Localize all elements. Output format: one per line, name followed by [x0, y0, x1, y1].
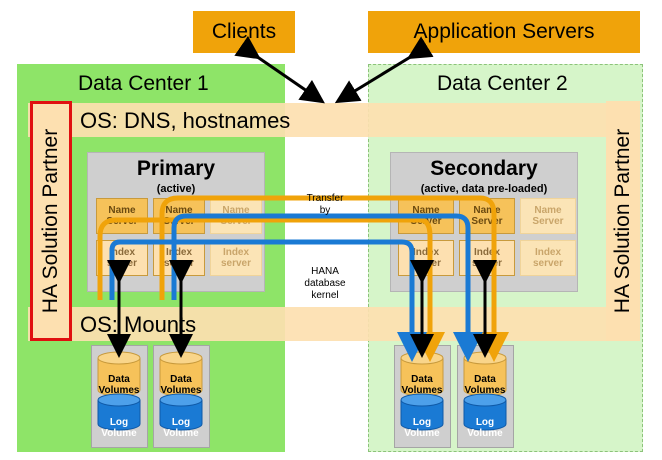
primary-data-volumes-label-2: Data Volumes	[160, 374, 202, 396]
data-center-1-title: Data Center 1	[78, 72, 209, 95]
kernel-note-line-2: database	[304, 278, 346, 289]
primary-data-volumes-label-1: Data Volumes	[98, 374, 140, 396]
data-volume-icon	[97, 351, 141, 431]
kernel-path-2	[171, 213, 483, 362]
transfer-path-1	[97, 217, 445, 362]
kernel-note-line-1: HANA	[311, 266, 339, 277]
primary-index-server-3: Index server	[210, 240, 262, 276]
primary-title: Primary	[136, 157, 216, 180]
primary-log-volume-label-2: Log Volume	[163, 417, 199, 439]
kernel-path-1	[109, 239, 427, 362]
os-dns-label: OS: DNS, hostnames	[80, 108, 291, 133]
secondary-status: (active, data pre-loaded)	[420, 183, 548, 195]
secondary-log-volume-label-2: Log Volume	[467, 417, 503, 439]
app-servers-label: Application Servers	[413, 20, 595, 43]
os-dns-band	[28, 103, 638, 137]
kernel-note: HANA database kernel	[290, 266, 360, 302]
transfer-path-2	[159, 195, 509, 362]
ha-solution-partner-right-label: HA Solution Partner	[611, 128, 634, 314]
secondary-index-server-3: Index server	[520, 240, 576, 276]
secondary-data-volumes-label-1: Data Volumes	[401, 374, 443, 396]
ha-solution-partner-left-label: HA Solution Partner	[39, 128, 62, 314]
secondary-data-volumes-label-2: Data Volumes	[464, 374, 506, 396]
data-volume-icon	[159, 351, 203, 431]
kernel-note-line-3: kernel	[311, 290, 339, 301]
ha-solution-partner-right: HA Solution Partner	[606, 101, 640, 341]
data-center-2-title: Data Center 2	[437, 72, 568, 95]
transfer-note-line-2: by	[319, 205, 331, 216]
app-servers-arrow	[334, 36, 434, 104]
primary-status: (active)	[156, 183, 196, 195]
secondary-log-volume-label-1: Log Volume	[404, 417, 440, 439]
ha-solution-partner-left: HA Solution Partner	[30, 101, 72, 341]
secondary-name-server-3: Name Server	[520, 198, 576, 234]
transfer-note: Transfer by	[290, 193, 360, 217]
secondary-title: Secondary	[430, 157, 538, 180]
transfer-note-line-1: Transfer	[306, 193, 344, 204]
primary-log-volume-label-1: Log Volume	[101, 417, 137, 439]
clients-arrow	[234, 35, 325, 104]
